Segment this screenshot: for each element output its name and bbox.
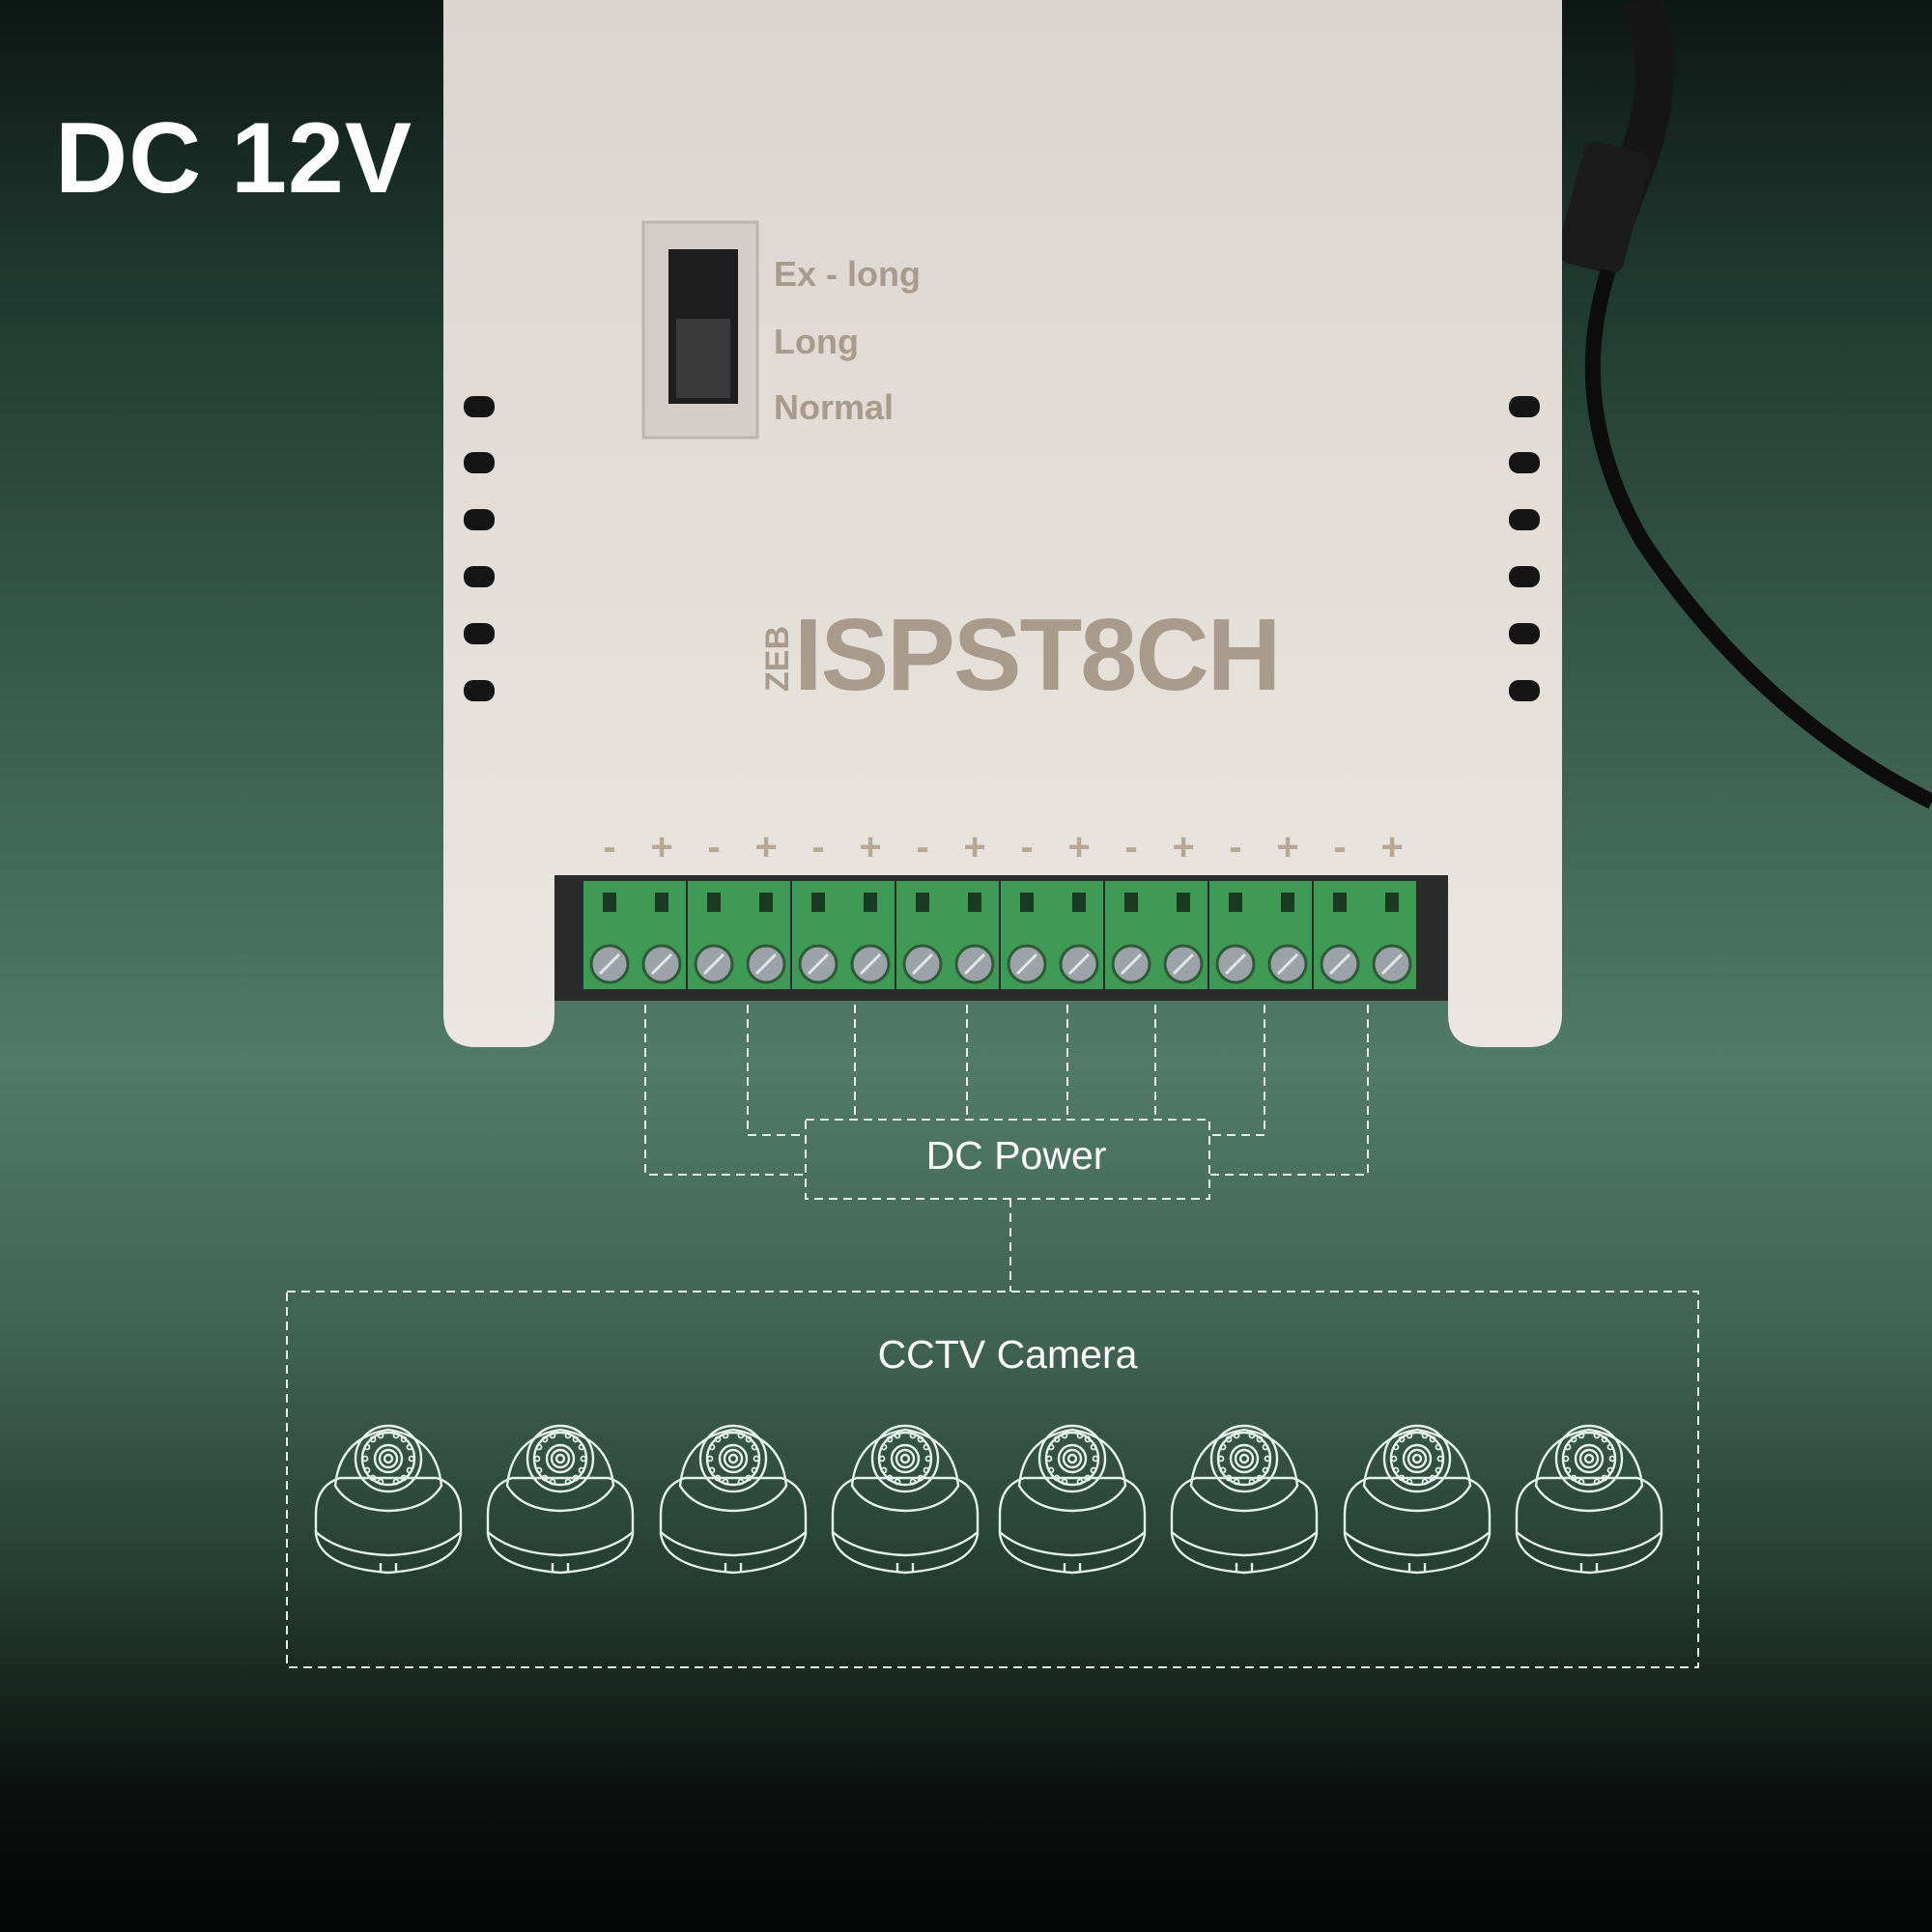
power-supply-device: Ex - long Long Normal ZEB ISPST8CH -+-+-…	[443, 0, 1562, 1047]
plus-sign: +	[1172, 826, 1194, 868]
dome-camera-icon	[659, 1424, 808, 1575]
minus-sign: -	[1124, 826, 1137, 868]
minus-sign: -	[1020, 826, 1033, 868]
minus-sign: -	[603, 826, 615, 868]
terminal-polarity-labels: -+-+-+-+-+-+-+-+	[603, 826, 1403, 868]
camera-row	[314, 1424, 1663, 1575]
vent-slots-right	[1509, 396, 1540, 701]
mode-switch[interactable]	[641, 220, 759, 440]
screw-slot	[702, 952, 725, 976]
plus-sign: +	[963, 826, 985, 868]
screw-slot	[598, 952, 621, 976]
voltage-title: DC 12V	[55, 102, 413, 214]
screw-slot	[1380, 952, 1404, 976]
wiring-lines	[286, 1005, 1699, 1668]
wire-slot	[759, 893, 773, 912]
wire-slot	[968, 893, 981, 912]
screw-slot	[1172, 952, 1195, 976]
model-name: ISPST8CH	[794, 598, 1279, 712]
wire-slot	[707, 893, 721, 912]
wire-slot	[1020, 893, 1034, 912]
vent-slots-left	[464, 396, 495, 701]
wire-slot	[1281, 893, 1294, 912]
minus-sign: -	[1229, 826, 1241, 868]
wire-slot	[1229, 893, 1242, 912]
dome-camera-icon	[831, 1424, 980, 1575]
dc-power-box	[805, 1119, 1210, 1200]
switch-label-ex-long: Ex - long	[774, 254, 921, 294]
dome-camera-icon	[1170, 1424, 1319, 1575]
plus-sign: +	[650, 826, 672, 868]
dome-camera-icon	[1515, 1424, 1663, 1575]
dc-power-label: DC Power	[926, 1133, 1107, 1178]
wire-slot	[1333, 893, 1347, 912]
wire-slot	[603, 893, 616, 912]
minus-sign: -	[1333, 826, 1346, 868]
dome-camera-icon	[998, 1424, 1147, 1575]
switch-label-long: Long	[774, 322, 859, 361]
screw-slot	[1276, 952, 1299, 976]
plus-sign: +	[1380, 826, 1403, 868]
screw-slot	[911, 952, 934, 976]
screw-slot	[1328, 952, 1351, 976]
plus-sign: +	[859, 826, 881, 868]
cctv-camera-box	[286, 1291, 1699, 1668]
minus-sign: -	[707, 826, 720, 868]
screw-slot	[807, 952, 830, 976]
screw-slot	[963, 952, 986, 976]
screw-slot	[1120, 952, 1143, 976]
wire-slot	[655, 893, 668, 912]
wire-slot	[1177, 893, 1190, 912]
wire-slot	[811, 893, 825, 912]
screw-slot	[650, 952, 673, 976]
wire-slot	[916, 893, 929, 912]
terminal-block[interactable]	[583, 881, 1416, 989]
minus-sign: -	[811, 826, 824, 868]
screw-slot	[859, 952, 882, 976]
wire-slot	[1385, 893, 1399, 912]
screw-slot	[1067, 952, 1091, 976]
wire-slot	[1072, 893, 1086, 912]
cctv-camera-label: CCTV Camera	[878, 1332, 1138, 1377]
screw-slot	[754, 952, 778, 976]
dome-camera-icon	[314, 1424, 463, 1575]
switch-label-normal: Normal	[774, 387, 894, 427]
wire-slot	[864, 893, 877, 912]
plus-sign: +	[1276, 826, 1298, 868]
power-cable	[1557, 0, 1932, 810]
plus-sign: +	[754, 826, 777, 868]
dome-camera-icon	[486, 1424, 635, 1575]
dome-camera-icon	[1343, 1424, 1492, 1575]
screw-slot	[1224, 952, 1247, 976]
brand-logo: ZEB	[759, 626, 796, 692]
screw-slot	[1015, 952, 1038, 976]
wire-slot	[1124, 893, 1138, 912]
plus-sign: +	[1067, 826, 1090, 868]
minus-sign: -	[916, 826, 928, 868]
